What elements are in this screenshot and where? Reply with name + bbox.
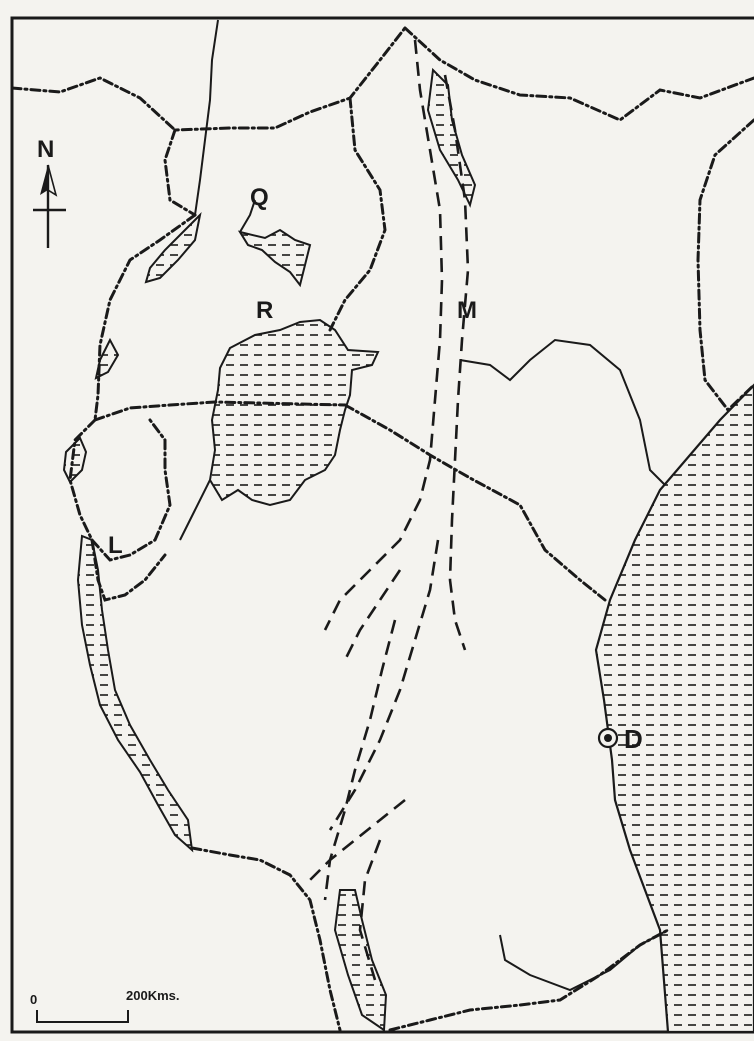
ocean-water <box>594 383 754 1034</box>
border-tanzania-zambia <box>190 846 342 1032</box>
border-sudan-uganda <box>163 128 197 217</box>
rift-eastern-west-edge <box>323 39 444 631</box>
border-kenya-somalia <box>696 118 754 413</box>
city-marker-d-inner <box>604 734 612 742</box>
border-tanzania-mozambique <box>388 928 670 1032</box>
north-arrow-icon <box>33 164 66 248</box>
label-r: R <box>256 297 273 324</box>
rift-inner-a <box>343 569 402 661</box>
scale-start-label: 0 <box>30 992 37 1007</box>
lake-tanganyika <box>76 534 194 853</box>
border-burundi-tanzania <box>90 538 167 602</box>
river-ruvuma <box>499 929 669 992</box>
lake-edward <box>94 337 120 380</box>
river-victoria-nile <box>239 199 256 233</box>
rift-southern-a <box>309 798 406 881</box>
river-nile <box>194 19 219 216</box>
label-m: M <box>457 297 477 324</box>
rift-inner-c <box>323 619 397 901</box>
map-border-frame <box>10 16 754 1034</box>
lake-malawi <box>333 889 388 1032</box>
scale-end-label: 200Kms. <box>126 988 179 1003</box>
rift-inner-b <box>328 539 440 831</box>
scale-bar <box>36 1010 129 1023</box>
north-label: N <box>37 136 54 163</box>
border-uganda-kenya <box>328 96 387 332</box>
lake-victoria <box>208 318 380 507</box>
label-q: Q <box>250 184 269 211</box>
lake-turkana <box>426 67 477 208</box>
rift-southern-b <box>358 839 382 981</box>
label-d: D <box>624 724 643 754</box>
label-l: L <box>108 532 123 559</box>
border-rwanda-burundi <box>68 418 172 562</box>
border-kenya-tanzania <box>343 403 607 602</box>
lake-albert <box>144 211 202 284</box>
border-northeast <box>403 26 754 122</box>
border-equator-line <box>93 400 347 422</box>
river-tana <box>459 338 666 486</box>
border-uganda-congo <box>93 213 197 422</box>
river-kagera <box>179 479 211 541</box>
border-north <box>10 26 407 132</box>
lake-kyoga <box>237 228 312 288</box>
